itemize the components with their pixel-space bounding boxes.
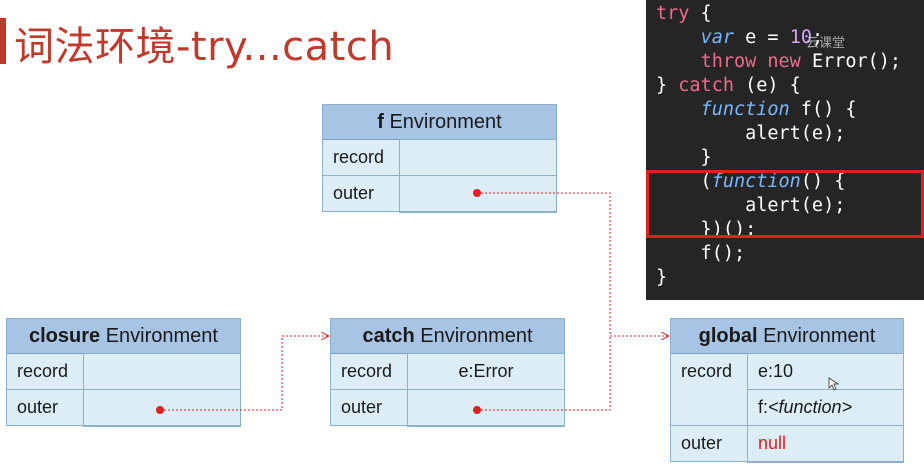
code-token: function xyxy=(700,99,790,120)
code-token: Error(); xyxy=(800,51,902,72)
f-environment-suffix: Environment xyxy=(383,111,502,133)
code-line: alert(e); xyxy=(656,194,845,218)
catch-record-label: record xyxy=(341,361,393,381)
catch-environment-name: catch xyxy=(362,325,415,347)
global-outer-cell: null xyxy=(747,425,904,463)
closure-environment-suffix: Environment xyxy=(100,325,218,347)
catch-outer-cell xyxy=(407,389,565,427)
code-token: try xyxy=(656,3,690,24)
catch-environment-header: catch Environment xyxy=(331,319,564,354)
code-token: catch xyxy=(678,75,734,96)
code-token: e = xyxy=(733,27,790,48)
closure-environment: closure Environment record outer xyxy=(6,318,241,427)
code-token: f(); xyxy=(656,243,746,264)
page-title: 词法环境-try...catch xyxy=(14,24,395,70)
closure-outer-label: outer xyxy=(17,397,59,417)
code-token: new xyxy=(767,51,801,72)
code-token: { xyxy=(689,3,712,24)
code-token: alert(e); xyxy=(656,195,846,216)
global-outer-label: outer xyxy=(681,433,723,453)
f-record-label: record xyxy=(333,147,385,167)
mouse-cursor-icon xyxy=(828,377,840,391)
code-line: function f() { xyxy=(656,98,857,122)
code-token: 10 xyxy=(789,27,812,48)
code-line: try { xyxy=(656,2,712,26)
global-environment-suffix: Environment xyxy=(757,325,876,347)
f-environment-name: f xyxy=(377,111,384,133)
code-token: function xyxy=(711,171,801,192)
global-record-f-value: <function> xyxy=(768,397,853,417)
code-token: alert(e); xyxy=(656,123,846,144)
global-record-label: record xyxy=(681,361,733,381)
code-token: ( xyxy=(656,171,712,192)
f-environment-header: f Environment xyxy=(323,105,556,140)
closure-record-label: record xyxy=(17,361,69,381)
code-panel: try { var e = 10; throw new Error();} ca… xyxy=(646,0,924,300)
f-outer-cell xyxy=(399,175,557,213)
f-outer-arrow xyxy=(477,192,668,336)
closure-outer-arrow xyxy=(160,336,328,411)
f-outer-label: outer xyxy=(333,183,375,203)
code-line: } xyxy=(656,146,712,170)
code-line: f(); xyxy=(656,242,746,266)
catch-environment-suffix: Environment xyxy=(414,325,533,347)
global-environment: global Environment record outer e:10 f:<… xyxy=(670,318,904,463)
code-token: () { xyxy=(800,171,846,192)
code-line: alert(e); xyxy=(656,122,845,146)
code-token: ; xyxy=(811,27,824,48)
code-line: (function() { xyxy=(656,170,846,194)
code-highlight-box xyxy=(646,170,924,238)
global-environment-name: global xyxy=(698,325,758,347)
global-environment-header: global Environment xyxy=(671,319,903,354)
code-token: f() { xyxy=(789,99,857,120)
code-line: throw new Error(); xyxy=(656,50,902,74)
code-token: throw xyxy=(700,51,757,72)
global-record-f-prefix: f: xyxy=(758,397,769,417)
code-line: } xyxy=(656,266,667,290)
code-token: })(); xyxy=(656,219,757,240)
title-accent-bar xyxy=(0,18,6,64)
code-token: } xyxy=(656,267,668,288)
code-line: } catch (e) { xyxy=(656,74,801,98)
code-token: (e) { xyxy=(733,75,801,96)
code-token: } xyxy=(656,147,712,168)
code-line: var e = 10; xyxy=(656,26,824,50)
f-environment: f Environment record outer xyxy=(322,104,557,213)
catch-outer-arrow xyxy=(477,336,611,411)
closure-outer-cell xyxy=(83,389,241,427)
catch-outer-label: outer xyxy=(341,397,383,417)
watermark: 云课堂 xyxy=(806,36,846,51)
code-line: })(); xyxy=(656,218,757,242)
code-token: var xyxy=(700,27,734,48)
closure-environment-name: closure xyxy=(29,325,101,347)
catch-environment: catch Environment record outer e:Error xyxy=(330,318,565,427)
code-token: } xyxy=(656,75,679,96)
